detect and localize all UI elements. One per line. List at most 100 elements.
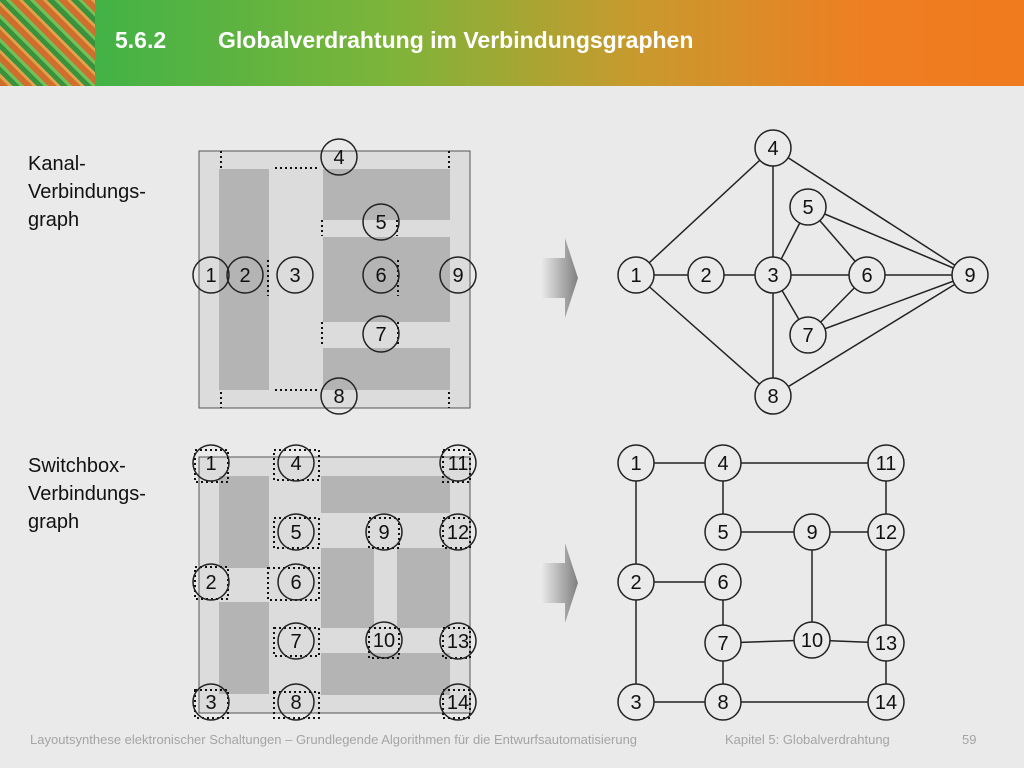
node-label: 7 xyxy=(717,633,728,655)
graph-node xyxy=(320,377,358,415)
switchbox-label-line: Verbindungs- xyxy=(28,483,146,505)
node-label: 4 xyxy=(717,453,728,475)
node-label: 13 xyxy=(447,631,469,653)
slide-footer: Layoutsynthese elektronischer Schaltunge… xyxy=(0,730,1024,752)
graph-node xyxy=(439,444,477,482)
graph-node xyxy=(789,188,827,226)
cell-block xyxy=(219,476,269,568)
node-label: 10 xyxy=(801,630,823,652)
node-label: 2 xyxy=(239,265,250,287)
node-label: 1 xyxy=(630,453,641,475)
graph-node xyxy=(439,683,477,721)
kanal-label-line: graph xyxy=(28,209,80,231)
graph-node xyxy=(704,513,742,551)
arrow-right-icon xyxy=(540,543,578,623)
node-label: 8 xyxy=(717,692,728,714)
graph-edge xyxy=(807,206,971,276)
switchbox-label: Switchbox- Verbindungs- graph xyxy=(28,452,146,536)
graph-node xyxy=(754,129,792,167)
graph-node xyxy=(617,683,655,721)
graph-node xyxy=(867,683,905,721)
footer-course: Layoutsynthese elektronischer Schaltunge… xyxy=(30,732,638,747)
node-label: 3 xyxy=(767,265,778,287)
graph-node xyxy=(277,513,315,551)
node-label: 3 xyxy=(630,692,641,714)
graph-node xyxy=(365,513,403,551)
node-label: 12 xyxy=(447,522,469,544)
graph-node xyxy=(362,256,400,294)
graph-node xyxy=(951,256,989,294)
graph-node xyxy=(617,256,655,294)
graph-node xyxy=(320,138,358,176)
graph-node xyxy=(704,444,742,482)
cell-block xyxy=(321,548,374,628)
graph-node xyxy=(439,622,477,660)
cell-block xyxy=(323,169,450,220)
node-label: 7 xyxy=(802,325,813,347)
graph-node xyxy=(192,256,230,294)
graph-edge xyxy=(772,147,971,276)
node-label: 6 xyxy=(290,572,301,594)
graph-node xyxy=(439,513,477,551)
node-label: 6 xyxy=(375,265,386,287)
node-label: 6 xyxy=(861,265,872,287)
node-label: 14 xyxy=(447,692,469,714)
node-label: 4 xyxy=(333,147,344,169)
graph-node xyxy=(365,621,403,659)
node-label: 7 xyxy=(290,631,301,653)
node-label: 5 xyxy=(717,522,728,544)
node-label: 14 xyxy=(875,692,897,714)
node-label: 5 xyxy=(375,212,386,234)
graph-node xyxy=(867,513,905,551)
graph-node xyxy=(704,563,742,601)
graph-node xyxy=(362,315,400,353)
graph-node xyxy=(277,563,315,601)
node-label: 8 xyxy=(333,386,344,408)
graph-node xyxy=(754,377,792,415)
node-label: 1 xyxy=(205,453,216,475)
node-label: 9 xyxy=(378,522,389,544)
graph-node xyxy=(617,563,655,601)
node-label: 2 xyxy=(205,572,216,594)
graph-node xyxy=(704,683,742,721)
node-label: 3 xyxy=(205,692,216,714)
node-label: 2 xyxy=(700,265,711,287)
graph-node xyxy=(192,444,230,482)
node-label: 9 xyxy=(806,522,817,544)
footer-page-number: 59 xyxy=(962,732,977,747)
graph-node xyxy=(362,203,400,241)
node-label: 4 xyxy=(290,453,301,475)
graph-node xyxy=(277,622,315,660)
node-label: 9 xyxy=(964,265,975,287)
kanal-label: Kanal- Verbindungs- graph xyxy=(28,150,146,234)
graph-edge xyxy=(635,274,774,397)
graph-node xyxy=(867,624,905,662)
node-label: 13 xyxy=(875,633,897,655)
node-label: 5 xyxy=(290,522,301,544)
cell-block xyxy=(323,348,450,390)
cell-block xyxy=(321,476,450,513)
graph-edge xyxy=(635,147,774,276)
switchbox-label-line: Switchbox- xyxy=(28,455,126,477)
node-label: 11 xyxy=(448,453,469,475)
graph-node xyxy=(704,624,742,662)
graph-node xyxy=(617,444,655,482)
cell-block xyxy=(219,602,269,694)
node-label: 3 xyxy=(289,265,300,287)
graph-node xyxy=(277,683,315,721)
cell-block xyxy=(397,548,450,628)
node-label: 5 xyxy=(802,197,813,219)
node-label: 7 xyxy=(375,324,386,346)
graph-node xyxy=(687,256,725,294)
graph-node xyxy=(754,256,792,294)
graph-node xyxy=(439,256,477,294)
node-label: 8 xyxy=(767,386,778,408)
node-label: 11 xyxy=(876,453,897,475)
graph-node xyxy=(793,513,831,551)
node-label: 1 xyxy=(205,265,216,287)
